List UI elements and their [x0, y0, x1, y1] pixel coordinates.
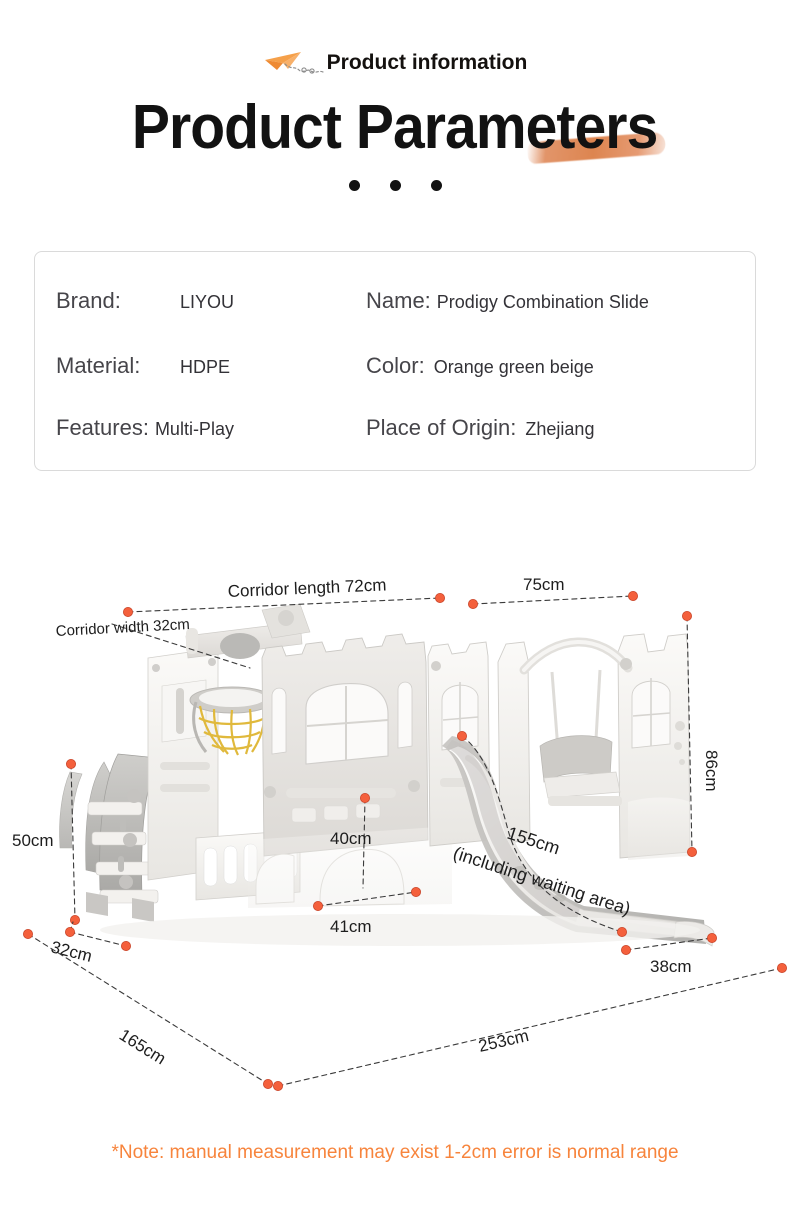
- spec-label-material: Material:: [56, 353, 141, 378]
- dot-2: [389, 180, 401, 191]
- stair-module: [59, 753, 159, 922]
- swing-module: [497, 633, 691, 860]
- product-illustration: Corridor length 72cm Corridor width 32cm…: [0, 540, 790, 1110]
- dimension-arch-height: 40cm: [330, 792, 372, 889]
- dimension-arch-width: 41cm: [312, 886, 421, 936]
- spec-value-material: HDPE: [180, 357, 231, 377]
- spec-label-brand: Brand:: [56, 288, 121, 313]
- dimension-label-arch-width: 41cm: [330, 917, 372, 936]
- dimension-label-step-depth: 32cm: [49, 937, 94, 965]
- corridor-top: [185, 603, 311, 659]
- spec-value-color: Orange green beige: [433, 357, 594, 377]
- title-dots-decoration: [0, 180, 790, 191]
- dimension-swing-width: 75cm: [467, 575, 639, 610]
- dimension-label-slide-exit-width: 38cm: [650, 957, 692, 976]
- page-title: Product Parameters: [0, 92, 790, 165]
- product-spec-box: [34, 251, 756, 471]
- dimension-label-corridor-length: Corridor length 72cm: [227, 575, 386, 601]
- spec-row-origin: Place of Origin: Zhejiang: [366, 415, 594, 441]
- spec-value-features: Multi-Play: [154, 419, 234, 439]
- hoop-net: [198, 705, 266, 756]
- eyebrow-label: Product information: [326, 51, 528, 74]
- spec-row-brand: Brand: LIYOU: [56, 288, 234, 314]
- spec-label-origin: Place of Origin:: [366, 415, 517, 440]
- dimension-label-step-height: 50cm: [12, 831, 54, 850]
- paper-plane-icon: [263, 46, 329, 80]
- dot-1: [348, 180, 360, 191]
- dimension-label-swing-width: 75cm: [523, 575, 565, 594]
- slide: [442, 736, 715, 947]
- dimension-label-footprint-width: 253cm: [477, 1026, 531, 1056]
- dimension-label-tower-height: 86cm: [702, 750, 721, 792]
- playset-body: [59, 603, 715, 947]
- spec-row-material: Material: HDPE: [56, 353, 230, 379]
- basketball-hoop: [176, 686, 275, 756]
- dot-3: [430, 180, 442, 191]
- spec-value-brand: LIYOU: [180, 292, 235, 312]
- measurement-note: *Note: manual measurement may exist 1-2c…: [111, 1142, 679, 1163]
- castle-main-panel: [248, 633, 452, 908]
- dimension-slide-exit-width: 38cm: [621, 932, 718, 976]
- dimension-footprint-width: 253cm: [272, 962, 788, 1092]
- header-eyebrow: Product information: [0, 42, 790, 84]
- dimension-label-arch-height: 40cm: [330, 829, 372, 848]
- dimension-label-footprint-depth: 165cm: [116, 1025, 169, 1068]
- spec-row-color: Color: Orange green beige: [366, 353, 594, 379]
- dimension-label-corridor-width: Corridor width 32cm: [55, 616, 190, 640]
- spec-row-name: Name: Prodigy Combination Slide: [366, 288, 649, 314]
- spec-label-color: Color:: [366, 353, 425, 378]
- spec-label-name: Name:: [366, 288, 431, 313]
- spec-row-features: Features: Multi-Play: [56, 415, 234, 441]
- dimension-tower-height: 86cm: [682, 611, 721, 857]
- spec-label-features: Features:: [56, 415, 149, 440]
- page-title-text: Product Parameters: [132, 93, 658, 162]
- spec-value-origin: Zhejiang: [525, 419, 595, 439]
- spec-value-name: Prodigy Combination Slide: [436, 292, 649, 312]
